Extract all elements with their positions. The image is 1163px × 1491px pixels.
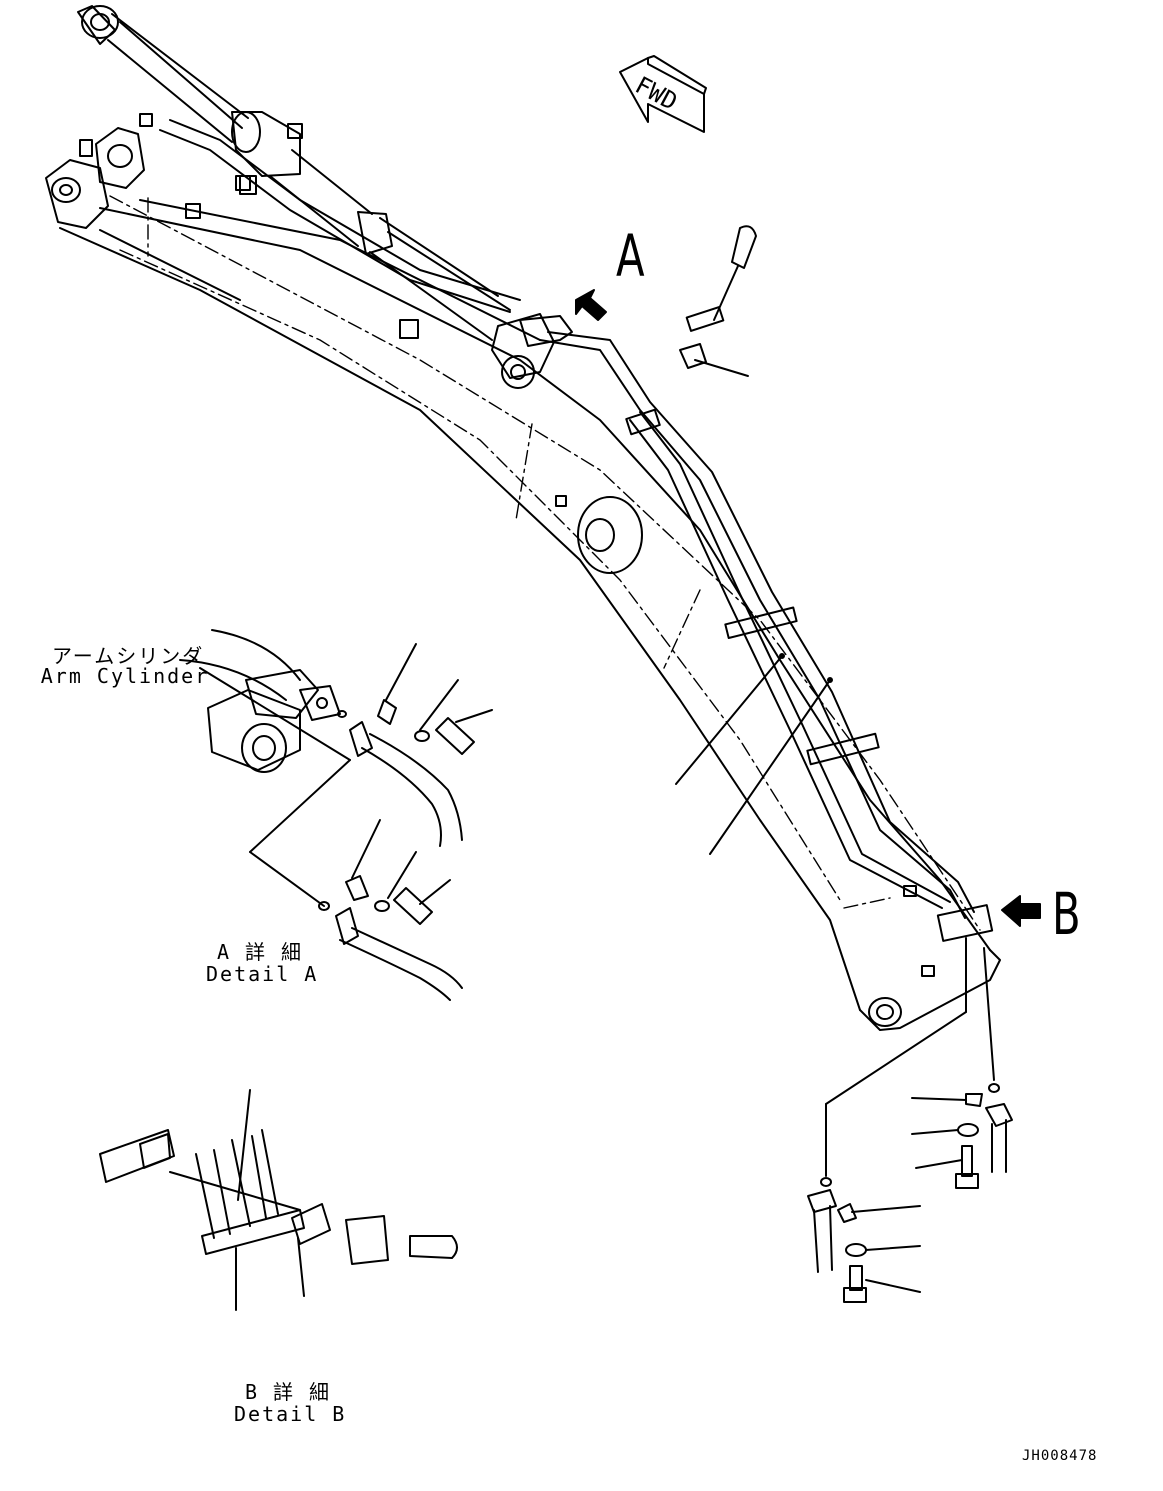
- view-b-letter: B: [1052, 880, 1081, 948]
- boom-centerlines: [109, 195, 981, 931]
- view-a-arrow-icon: [575, 289, 607, 321]
- detail-b-title-jp: B 詳 細: [244, 1380, 332, 1404]
- arm-cylinder-drawing: [77, 5, 573, 389]
- hydraulic-piping: [159, 119, 994, 942]
- boom-leader-lines: [675, 653, 833, 855]
- hose-adapter-part: [679, 225, 757, 377]
- fwd-arrow-icon: [619, 55, 707, 133]
- detail-b-drawing: [99, 1089, 458, 1311]
- lower-right-parts: [807, 937, 1013, 1303]
- drawing-code: JH008478: [1022, 1448, 1098, 1464]
- detail-a-drawing: [179, 629, 493, 1001]
- detail-a-title-en: Detail A: [206, 962, 319, 986]
- arm-cylinder-label-jp: アームシリンダ: [52, 644, 205, 668]
- view-b-arrow-icon: [1001, 895, 1041, 927]
- arm-cylinder-label-en: Arm Cylinder: [40, 664, 210, 688]
- detail-b-title-en: Detail B: [234, 1402, 347, 1426]
- view-a-letter: A: [616, 222, 645, 290]
- boom-structure: [45, 113, 1001, 1031]
- detail-a-title-jp: A 詳 細: [216, 940, 304, 964]
